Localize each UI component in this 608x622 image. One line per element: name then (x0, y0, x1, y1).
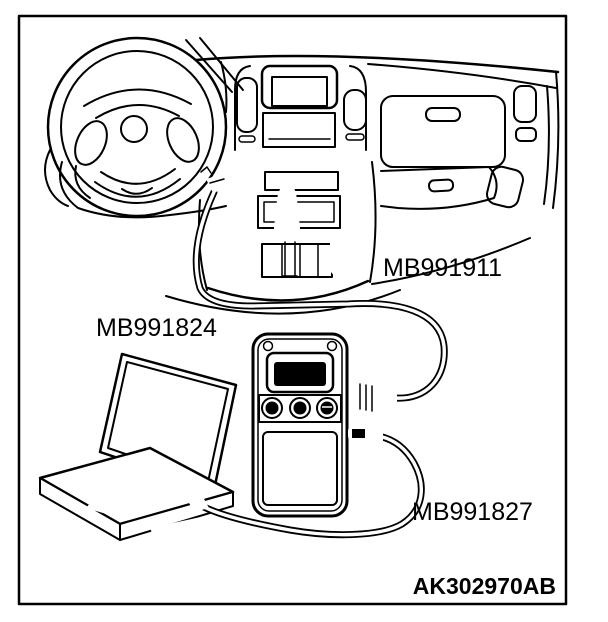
door-armrest (486, 165, 524, 209)
glove-box-door (380, 166, 498, 210)
dashboard (44, 36, 560, 315)
lower-dash-edge (371, 237, 531, 285)
vci-button-right (316, 397, 338, 419)
passenger-panel (380, 95, 506, 168)
cluster-cowl-edge (220, 61, 228, 113)
glove-box-area (371, 71, 560, 285)
vci-button-band (258, 394, 342, 423)
transfer-lever-knob (329, 230, 348, 277)
vci-device (251, 332, 397, 518)
vci-screw (326, 340, 338, 352)
laptop (38, 352, 238, 541)
stalk (44, 149, 69, 207)
audio-unit (262, 112, 336, 148)
door-edge (543, 71, 560, 209)
vci-screw (262, 340, 274, 352)
console-bottom (206, 279, 370, 302)
callouts: MB991911 MB991824 MB991827 AK302970AB (96, 254, 556, 599)
label-mb991911: MB991911 (383, 254, 502, 282)
gear-shift-knob (273, 184, 301, 242)
dash-seam (367, 63, 557, 89)
figure-code: AK302970AB (413, 573, 556, 599)
floor-line (165, 289, 401, 315)
vci-button-middle (289, 397, 311, 419)
dash-top-edge (194, 54, 560, 74)
side-vent (513, 85, 537, 123)
center-stack (234, 64, 367, 151)
laptop-cable-plug (188, 497, 209, 512)
dlc-cable (192, 188, 448, 402)
column-cowl (59, 161, 227, 219)
steering-wheel (44, 36, 228, 219)
left-vent (236, 77, 258, 133)
right-vent (343, 89, 367, 131)
vci-lcd-housing (265, 351, 335, 394)
vci-button-left (261, 397, 283, 419)
laptop-front-slot (150, 515, 212, 533)
label-mb991827: MB991827 (412, 498, 533, 526)
vci-lower-panel (262, 431, 338, 506)
center-console (165, 161, 401, 315)
center-display (260, 64, 339, 110)
usb-cable (196, 432, 425, 539)
vci-db-connector (349, 381, 386, 413)
laptop-touchpad (86, 496, 123, 516)
label-mb991824: MB991824 (96, 314, 217, 342)
horn-pad (120, 115, 148, 143)
